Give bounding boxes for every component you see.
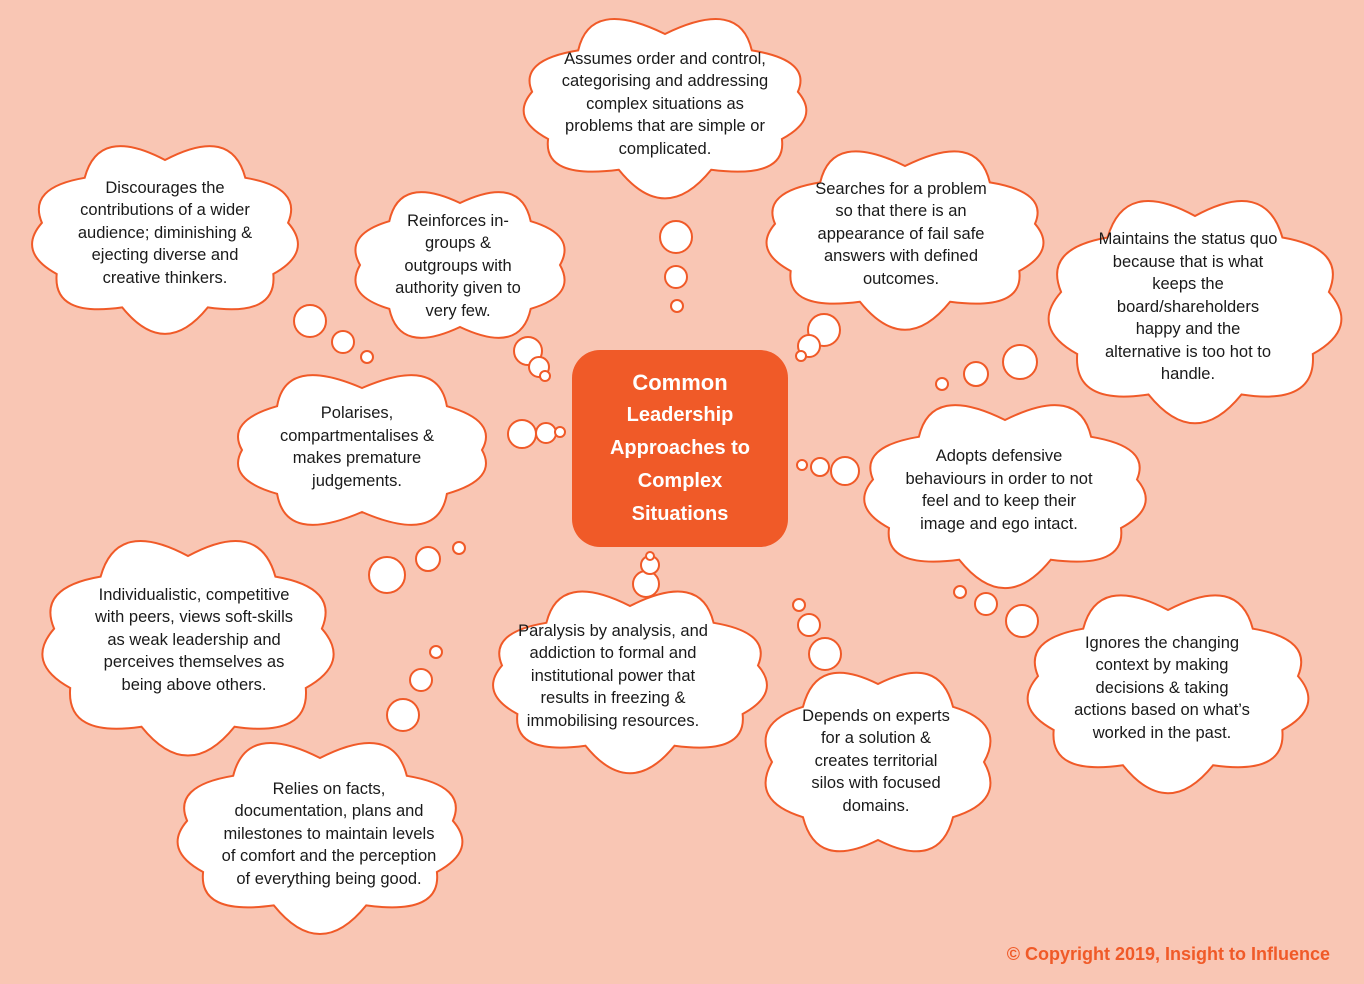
cloud-relies — [176, 742, 464, 936]
central-topic-title: Common Leadership Approaches to Complex … — [610, 366, 750, 531]
thought-bubble-6 — [360, 350, 374, 364]
cloud-text-discourages: Discourages the contributions of a wider… — [77, 178, 253, 287]
cloud-text-status-quo: Maintains the status quo because that is… — [1098, 230, 1278, 384]
cloud-text-individualistic: Individualistic, competitive with peers,… — [94, 585, 294, 694]
thought-bubble-33 — [792, 598, 806, 612]
thought-bubble-22 — [368, 556, 406, 594]
cloud-text-reinforces: Reinforces in-groups & outgroups with au… — [395, 211, 521, 320]
thought-bubble-24 — [452, 541, 466, 555]
thought-bubble-4 — [293, 304, 327, 338]
thought-bubble-19 — [830, 456, 860, 486]
cloud-text-ignores: Ignores the changing context by making d… — [1074, 633, 1250, 742]
cloud-defensive — [863, 404, 1147, 590]
thought-bubble-1 — [659, 220, 693, 254]
thought-bubble-25 — [632, 570, 660, 598]
cloud-text-relies: Relies on facts, documentation, plans an… — [221, 779, 437, 888]
thought-bubble-3 — [670, 299, 684, 313]
cloud-order-control — [522, 18, 808, 200]
cloud-paralysis — [492, 590, 768, 775]
thought-bubble-21 — [796, 459, 808, 471]
thought-bubble-36 — [429, 645, 443, 659]
cloud-text-searches: Searches for a problem so that there is … — [815, 179, 987, 288]
thought-bubble-27 — [645, 551, 655, 561]
central-topic-box: Common Leadership Approaches to Complex … — [572, 350, 788, 547]
cloud-text-paralysis: Paralysis by analysis, and addiction to … — [518, 621, 708, 730]
thought-bubble-13 — [1002, 344, 1038, 380]
cloud-ignores — [1026, 594, 1310, 795]
thought-bubble-14 — [963, 361, 989, 387]
thought-bubble-20 — [810, 457, 830, 477]
cloud-polarises — [237, 374, 487, 526]
cloud-individualistic — [41, 540, 335, 757]
thought-bubble-31 — [808, 637, 842, 671]
thought-bubble-9 — [539, 370, 551, 382]
thought-bubble-12 — [795, 350, 807, 362]
thought-bubble-35 — [409, 668, 433, 692]
thought-bubble-29 — [974, 592, 998, 616]
cloud-status-quo — [1047, 200, 1343, 425]
thought-bubble-34 — [386, 698, 420, 732]
thought-bubble-15 — [935, 377, 949, 391]
cloud-text-defensive: Adopts defensive behaviours in order to … — [905, 447, 1093, 533]
cloud-text-depends: Depends on experts for a solution & crea… — [802, 706, 950, 815]
cloud-text-polarises: Polarises, compartmentalises & makes pre… — [279, 404, 435, 490]
central-topic-line-4: Complex — [637, 470, 723, 492]
central-topic-line-5: Situations — [631, 503, 729, 525]
thought-bubble-30 — [953, 585, 967, 599]
central-topic-line-3: Approaches to — [609, 437, 751, 459]
cloud-depends — [764, 671, 992, 853]
thought-bubble-18 — [554, 426, 566, 438]
thought-bubble-5 — [331, 330, 355, 354]
cloud-reinforces — [354, 191, 566, 339]
cloud-text-order-control: Assumes order and control, categorising … — [561, 49, 769, 158]
thought-bubble-17 — [535, 422, 557, 444]
cloud-discourages — [31, 145, 299, 335]
thought-bubble-2 — [664, 265, 688, 289]
central-topic-line-1: Common — [632, 370, 728, 395]
thought-bubble-32 — [797, 613, 821, 637]
thought-bubble-28 — [1005, 604, 1039, 638]
copyright-notice: © Copyright 2019, Insight to Influence — [1006, 944, 1330, 964]
thought-bubble-16 — [507, 419, 537, 449]
cloud-searches — [765, 150, 1045, 331]
thought-bubble-23 — [415, 546, 441, 572]
central-topic-line-2: Leadership — [626, 404, 734, 426]
